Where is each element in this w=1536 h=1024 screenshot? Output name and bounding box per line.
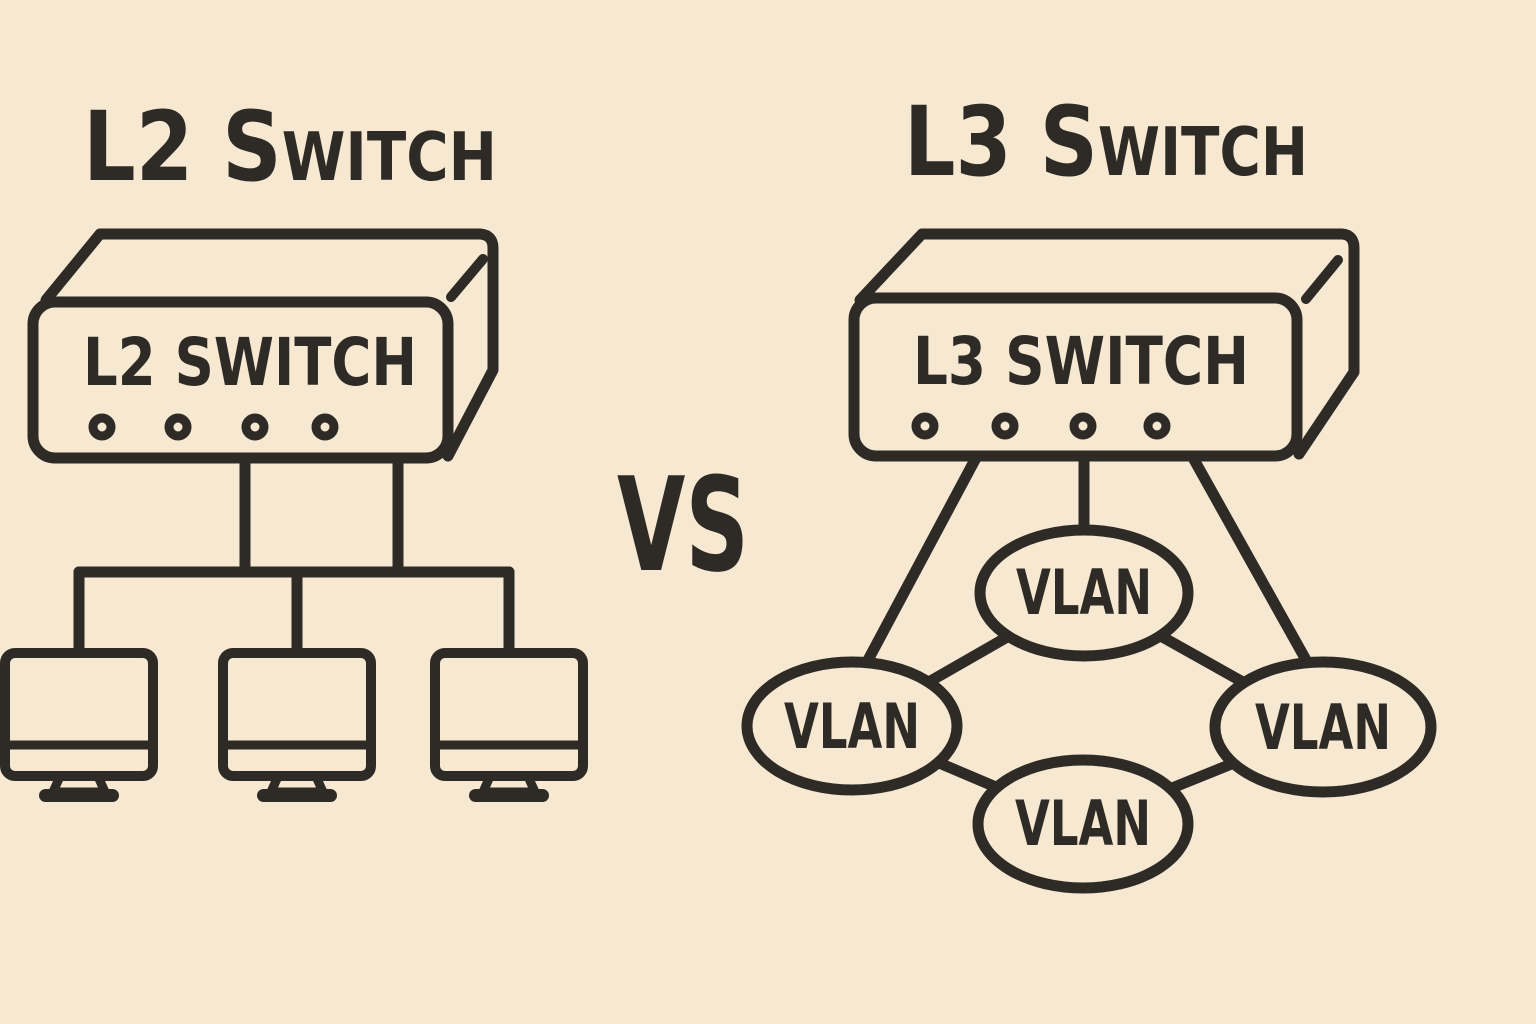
vlan-oval <box>1209 656 1437 798</box>
l2-switch-device: L2 SWITCH <box>27 228 499 464</box>
vlan-label: VLAN <box>1015 787 1151 860</box>
l2-title: L2 Switch <box>83 91 497 203</box>
l3-title: L3 Switch <box>904 86 1308 198</box>
edge-highlight-line <box>1301 255 1343 304</box>
vlan-oval <box>974 524 1194 662</box>
l3-switch-device: L3 SWITCH <box>848 228 1360 462</box>
l3-switch-label: L3 SWITCH <box>913 323 1249 400</box>
client-computer-2 <box>223 653 371 802</box>
vlan-node-left: VLAN <box>741 656 963 796</box>
vs-label: VS <box>617 449 749 601</box>
l3-diagram: L3 Switch L3 SWITCH VLAN VLAN <box>741 86 1437 894</box>
port-dot <box>311 413 339 441</box>
port-dot <box>991 412 1019 440</box>
l2-switch-front-panel <box>27 296 454 464</box>
port-dot <box>1069 412 1097 440</box>
vlan-label: VLAN <box>784 690 920 763</box>
vlan-oval <box>972 754 1194 894</box>
port-dot <box>88 413 116 441</box>
vlan-node-right: VLAN <box>1209 656 1437 798</box>
vlan-node-bottom: VLAN <box>972 754 1194 894</box>
l3-switch-front-panel <box>848 292 1303 462</box>
port-dot <box>241 413 269 441</box>
vlan-label: VLAN <box>1016 556 1152 629</box>
port-dot <box>164 413 192 441</box>
l3-switch-top-face <box>854 228 1360 460</box>
port-dot <box>911 412 939 440</box>
l2-switch-top-face <box>40 228 499 462</box>
vlan-oval <box>741 656 963 796</box>
l2-diagram: L2 Switch L2 SWITCH <box>5 91 583 802</box>
switch-to-vlan-link <box>846 450 983 696</box>
client-computer-3 <box>435 653 583 802</box>
edge-highlight-line <box>446 254 488 302</box>
switch-to-vlan-link <box>1186 450 1326 691</box>
vlan-node-top: VLAN <box>974 524 1194 662</box>
vlan-label: VLAN <box>1255 691 1391 764</box>
port-dot <box>1143 412 1171 440</box>
l2-switch-label: L2 SWITCH <box>83 324 417 401</box>
client-computer-1 <box>5 653 153 802</box>
